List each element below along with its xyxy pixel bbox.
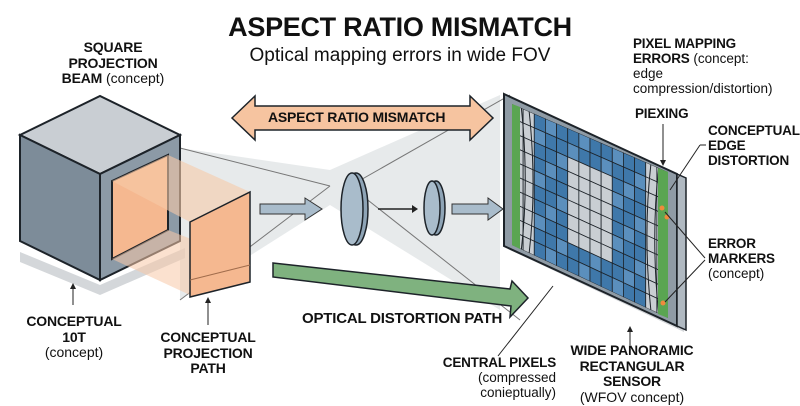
error-markers-label: ERROR MARKERS (concept) (708, 236, 775, 281)
label-line: SQUARE (83, 39, 143, 55)
square-projection-beam-label: SQUARE PROJECTION BEAM (concept) (48, 39, 178, 87)
piexing-label: PIEXING (635, 106, 689, 121)
label-line: PROJECTION (163, 344, 253, 361)
flow-arrow-3 (451, 197, 504, 221)
edge-distortion-curve (520, 108, 526, 250)
pixel-mapping-errors-label: PIXEL MAPPING ERRORS (concept: edge comp… (633, 36, 773, 96)
label-suffix: (concept: (693, 51, 749, 67)
conceptual-edge-distortion-label: CONCEPTUAL EDGE DISTORTION (708, 123, 800, 168)
label-line: CENTRAL PIXELS (442, 355, 556, 370)
label-line: ERRORS (633, 51, 690, 67)
flow-arrow-1 (259, 197, 323, 221)
label-suffix: (concept) (44, 344, 104, 361)
label-line: CONCEPTUAL 10T (26, 313, 122, 345)
label-suffix: (WFOV concept) (579, 389, 685, 406)
diagram-subtitle: Optical mapping errors in wide FOV (249, 45, 551, 66)
edge-distortion-curve (646, 164, 652, 311)
lens-2 (423, 180, 446, 236)
cone-edge (179, 147, 331, 187)
label-suffix: (compressed conieptually) (477, 370, 556, 401)
label-line: PROJECTION (68, 54, 158, 71)
lens-1 (340, 172, 369, 246)
leader-arrowheads (70, 160, 666, 332)
label-line: PIXEL MAPPING (633, 36, 736, 51)
label-line: EDGE (708, 138, 746, 154)
aspect-ratio-mismatch-arrow-label: ASPECT RATIO MISMATCH (268, 109, 446, 125)
label-line: compression/distortion) (633, 81, 773, 97)
edge-distortion-curve (528, 111, 534, 254)
label-line: ERROR (708, 236, 756, 251)
edge-distortion-curve (654, 167, 660, 314)
label-line: DISTORTION (708, 153, 790, 169)
label-suffix: (concept) (105, 70, 165, 87)
wide-panoramic-sensor (503, 92, 687, 332)
conceptual-projection-path-label: CONCEPTUAL PROJECTION PATH (160, 329, 256, 377)
label-line: RECTANGULAR SENSOR (579, 357, 685, 390)
conceptual-source-label: CONCEPTUAL 10T (concept) (14, 313, 134, 361)
label-line: WIDE PANORAMIC (570, 342, 694, 358)
label-line: PATH (190, 360, 226, 377)
diagram-title: ASPECT RATIO MISMATCH (228, 12, 572, 42)
label-line: CONCEPTUAL (708, 123, 800, 138)
aspect-ratio-mismatch-arrow (230, 94, 495, 142)
projection-cone (180, 95, 500, 310)
leader-lines (72, 124, 706, 357)
wide-panoramic-sensor-label: WIDE PANORAMIC RECTANGULAR SENSOR (WFOV … (558, 342, 706, 406)
label-line: edge (633, 66, 664, 82)
projection-path-box (112, 155, 251, 298)
optical-distortion-path-label: OPTICAL DISTORTION PATH (302, 310, 503, 327)
label-line: CONCEPTUAL (160, 329, 256, 345)
error-marker (659, 205, 665, 211)
flow-arrow-2-head (412, 205, 418, 213)
central-pixels-label: CENTRAL PIXELS (compressed conieptually) (400, 355, 556, 400)
label-line: MARKERS (708, 251, 775, 267)
optical-distortion-arrow (272, 262, 530, 320)
label-line: BEAM (61, 70, 103, 87)
error-marker (660, 300, 666, 306)
label-suffix: (concept) (708, 266, 765, 282)
